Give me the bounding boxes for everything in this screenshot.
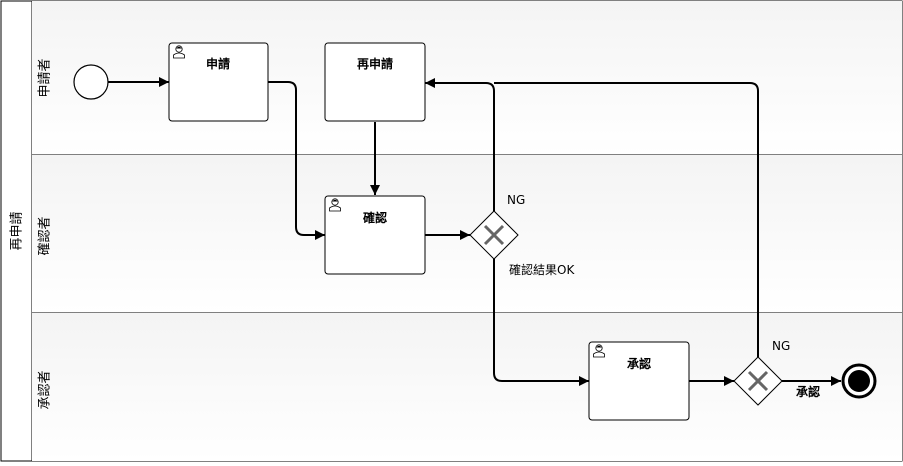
lane-label-approver: 承認者 <box>37 370 53 409</box>
flow-label-check-ng: NG <box>507 193 525 207</box>
start-event[interactable] <box>73 64 109 100</box>
exclusive-gateway-approve[interactable] <box>733 356 783 406</box>
task-reapply-label: 再申請 <box>357 56 393 71</box>
task-reapply[interactable]: 再申請 <box>324 42 426 122</box>
lane-label-applicant: 申請者 <box>38 58 53 97</box>
task-check[interactable]: 確認 <box>324 195 426 275</box>
task-approve-label: 承認 <box>627 356 651 371</box>
sequence-flows <box>108 77 841 386</box>
flow-label-check-ok: 確認結果OK <box>509 262 575 277</box>
end-event[interactable] <box>841 363 877 399</box>
x-icon <box>747 370 769 392</box>
flow-gateway2-ng-to-reapply[interactable] <box>494 82 759 357</box>
flow-apply-to-check[interactable] <box>268 81 325 240</box>
exclusive-gateway-check[interactable] <box>469 210 519 260</box>
flow-label-approve-ng: NG <box>772 339 790 353</box>
task-apply[interactable]: 申請 <box>168 42 269 122</box>
flow-gateway1-ng-to-reapply[interactable] <box>425 78 495 211</box>
x-icon <box>483 224 505 246</box>
flow-label-approve: 承認 <box>796 384 820 399</box>
lane-applicant: 申請者 <box>32 1 902 156</box>
lane-label-checker: 確認者 <box>37 216 53 255</box>
pool-label: 再申請 <box>10 211 25 250</box>
flow-gateway1-ok-to-approve[interactable] <box>493 259 589 386</box>
task-check-label: 確認 <box>363 210 387 225</box>
task-apply-label: 申請 <box>206 56 230 71</box>
task-approve[interactable]: 承認 <box>588 341 690 421</box>
